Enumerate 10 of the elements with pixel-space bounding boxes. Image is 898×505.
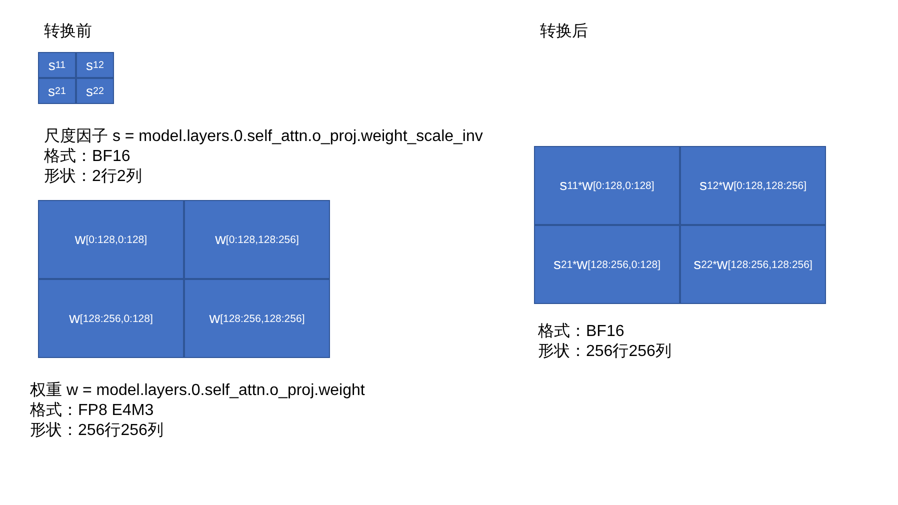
caption-line: 尺度因子 s = model.layers.0.self_attn.o_proj.weight_scale_inv — [44, 127, 483, 147]
caption-line: 形状：256行256列 — [30, 421, 164, 441]
caption-line: 格式：BF16 — [538, 322, 624, 342]
section-heading: 转换后 — [540, 22, 588, 42]
caption-line: 形状：256行256列 — [538, 342, 672, 362]
caption-line: 形状：2行2列 — [44, 167, 142, 187]
caption-line: 格式：BF16 — [44, 147, 130, 167]
section-heading: 转换前 — [44, 22, 92, 42]
caption-line: 权重 w = model.layers.0.self_attn.o_proj.weight — [30, 381, 365, 401]
caption-line: 格式：FP8 E4M3 — [30, 401, 154, 421]
